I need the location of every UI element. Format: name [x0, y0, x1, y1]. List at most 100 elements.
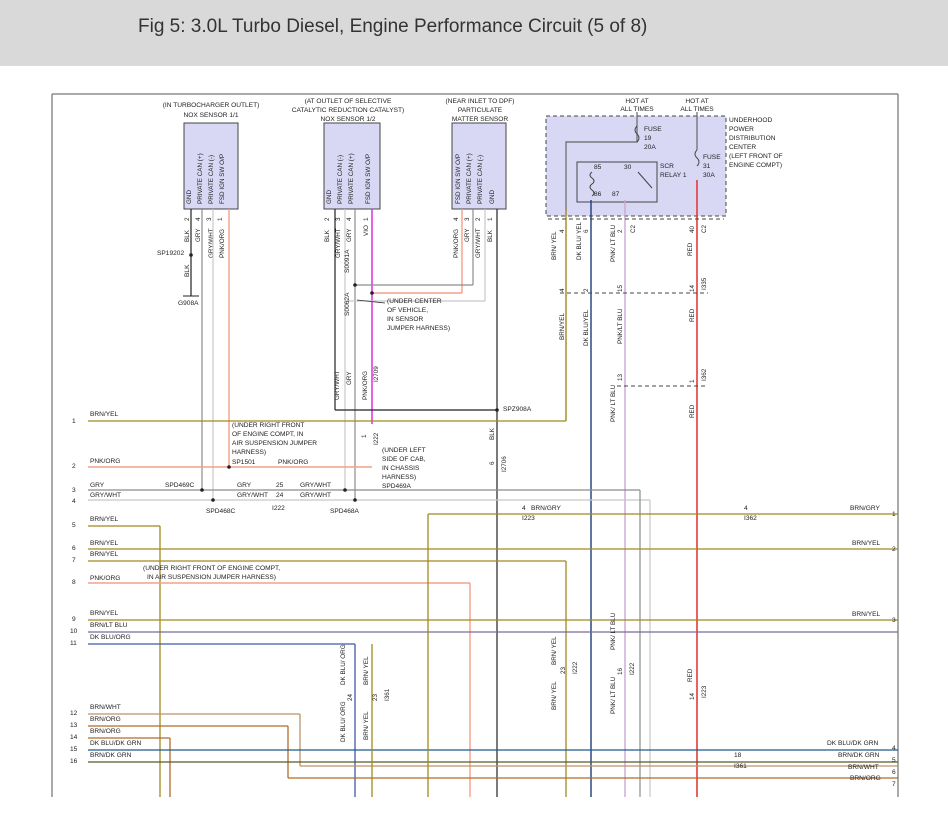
pin-4-i362: 4	[744, 505, 748, 512]
left-row-label: BRN/YEL	[90, 540, 119, 547]
nox11-wire-blk: BLK	[184, 229, 191, 242]
pdc-brnyel-a: BRN/ YEL	[551, 231, 558, 260]
fuse19-l3: 20A	[644, 144, 656, 151]
nox12-module	[323, 122, 381, 210]
nox11-name: NOX SENSOR 1/1	[184, 112, 239, 119]
right-row-num: 4	[892, 745, 896, 752]
nox12-pinnum-4: 4	[346, 217, 353, 221]
nox12-location: (AT OUTLET OF SELECTIVE	[305, 98, 392, 105]
underhood-pdc	[545, 115, 727, 217]
relay-pin-87: 87	[612, 191, 620, 198]
airsusp1-4: HARNESS)	[232, 449, 266, 456]
i2709-pnkorg: PNK/ORG	[362, 371, 369, 400]
pdc-out-2: 2	[617, 229, 624, 233]
pdc-out-6: 6	[583, 229, 590, 233]
i222-label-b: I222	[272, 505, 285, 512]
i361-label-b: I361	[384, 688, 391, 701]
jumper-note-3: IN SENSOR	[387, 316, 424, 323]
i362-label-b: I362	[701, 368, 708, 381]
nox11-wire-grywht: GRY/WHT	[208, 228, 215, 258]
fuse19-l2: 19	[644, 135, 652, 142]
fuse31-symbol	[694, 149, 700, 167]
pin-18: 18	[734, 752, 742, 759]
jumper-note-2: OF VEHICLE,	[387, 307, 428, 314]
nox11-wire-pnkorg: PNK/ORG	[219, 229, 226, 258]
nox11-pin-can-pos: PRIVATE CAN (+)	[197, 153, 204, 204]
dkbluorg-b: DK BLU/ ORG	[340, 701, 347, 742]
spd469c-dot	[200, 488, 204, 492]
left-row-num: 10	[70, 628, 78, 635]
left-row-label: BRN/ORG	[90, 716, 121, 723]
pnkltblu-e: PNK/ LT BLU	[610, 676, 617, 714]
relay-pin-85: 85	[594, 164, 602, 171]
row4-grywht-b: GRY/WHT	[300, 492, 331, 499]
right-row-label: BRN/YEL	[852, 540, 881, 547]
right-row-num: 2	[892, 546, 896, 553]
i2709-gry: GRY	[346, 371, 353, 385]
fuse31-l1: FUSE	[703, 154, 721, 161]
left-row-label: BRN/LT BLU	[90, 622, 128, 629]
s0091a-label: S0091A	[344, 249, 351, 273]
left-row-num: 5	[72, 522, 76, 529]
pin-23-b: 23	[372, 693, 379, 701]
i335-label: I335	[701, 277, 708, 290]
left-row-num: 14	[70, 734, 78, 741]
spd468c-label: SPD468C	[206, 508, 236, 515]
right-row-label: DK BLU/DK GRN	[827, 740, 879, 747]
spd468a-label: SPD468A	[330, 508, 360, 515]
left-row-num: 2	[72, 463, 76, 470]
blk-ground-label: BLK	[184, 264, 191, 277]
nox12-pin-can-neg: PRIVATE CAN (-)	[337, 155, 344, 204]
nox12-wire-gry: GRY	[346, 228, 353, 242]
relay-pin-30: 30	[624, 164, 632, 171]
figure-title: Fig 5: 3.0L Turbo Diesel, Engine Perform…	[138, 16, 648, 37]
figure-header: Fig 5: 3.0L Turbo Diesel, Engine Perform…	[0, 0, 948, 66]
pin-24: 24	[276, 492, 284, 499]
airsusp2-2: IN AIR SUSPENSION JUMPER HARNESS)	[147, 574, 276, 581]
row3-gry: GRY	[237, 482, 252, 489]
i222-label-c: I222	[572, 661, 579, 674]
blk-pm-label: BLK	[489, 427, 496, 440]
jumper-note-4: JUMPER HARNESS)	[387, 325, 450, 332]
spd469c-label: SPD469C	[165, 482, 195, 489]
i223-label-b: I223	[701, 685, 708, 698]
right-row-num: 5	[892, 757, 896, 764]
pdc-dkbluyel-a: DK BLU/ YEL	[576, 221, 583, 260]
pnkltblu-d: PNK/ LT BLU	[610, 612, 617, 650]
spz908a-dot	[495, 408, 499, 412]
sp19202-dot	[189, 253, 193, 257]
relay-switch	[637, 171, 653, 189]
left-row-num: 1	[72, 418, 76, 425]
s0062a-label: S0062A	[344, 292, 351, 316]
sp1501-label: SP1501	[232, 459, 256, 466]
pm-name2: MATTER SENSOR	[452, 116, 509, 123]
pm-pin-can-neg: PRIVATE CAN (-)	[477, 155, 484, 204]
pdc-line1: UNDERHOOD	[729, 117, 772, 124]
pm-pinnum-1: 1	[487, 217, 494, 221]
pin-1-a: 1	[361, 434, 368, 438]
left-row-num: 9	[72, 616, 76, 623]
nox11-pin-can-neg: PRIVATE CAN (-)	[208, 155, 215, 204]
pnkltblu-c: PNK/ LT BLU	[610, 384, 617, 422]
pm-wire-blk: BLK	[487, 229, 494, 242]
nox11-pin-fsd: FSD IGN SW O/P	[219, 154, 226, 204]
spd469a-dot	[343, 488, 347, 492]
nox12-pin-gnd: GND	[326, 190, 333, 204]
nox12-pinnum-2: 2	[324, 217, 331, 221]
left-row-num: 13	[70, 722, 78, 729]
right-row-num: 3	[892, 617, 896, 624]
pm-wire-grywht: GRY/WHT	[475, 228, 482, 258]
pdc-line4: CENTER	[729, 144, 756, 151]
left-row-num: 15	[70, 746, 78, 753]
pin-14: 14	[689, 284, 696, 292]
right-row-label: BRN/ORG	[850, 775, 881, 782]
spz908a-label: SPZ908A	[503, 406, 532, 413]
pin-6-a: 6	[489, 461, 496, 465]
pm-pinnum-3: 3	[464, 217, 471, 221]
left-row-num: 6	[72, 545, 76, 552]
spd469a-label: SPD469A	[382, 483, 412, 490]
relay-pin-86: 86	[594, 191, 602, 198]
nox12-pin-fsd: FSD IGN SW O/P	[365, 154, 372, 204]
left-row-label: DK BLU/DK GRN	[90, 740, 142, 747]
pdc-pnkltblu-a: PNK/ LT BLU	[610, 224, 617, 262]
